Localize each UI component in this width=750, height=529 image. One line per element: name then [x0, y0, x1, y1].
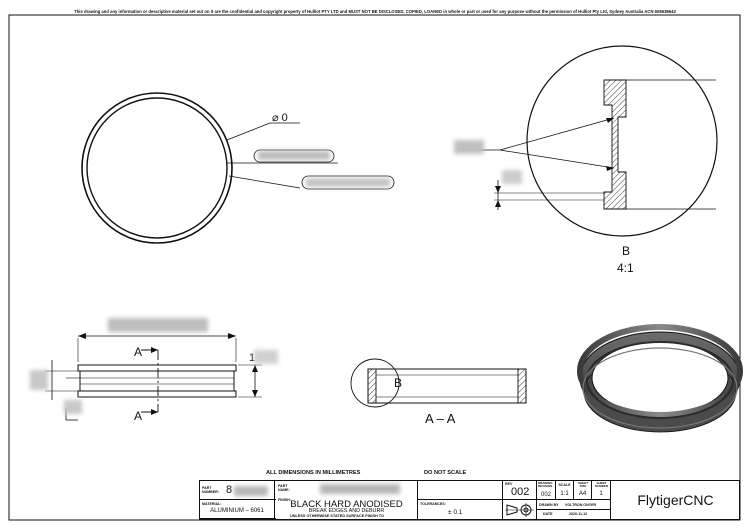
section-label: A – A: [425, 411, 456, 426]
section-callout-label: B: [394, 376, 402, 390]
detail-label: B: [622, 244, 630, 258]
drawing-revision-cell: DRAWING REVISION 002: [537, 481, 556, 500]
projection-symbol: [503, 500, 537, 519]
tolerances-value: ± 0.1: [448, 509, 463, 516]
material-value: ALUMINIUM – 6061: [210, 508, 264, 514]
drawn-by-value: VOLTRON ONYER: [565, 503, 597, 507]
cut-label-top: A: [134, 345, 142, 359]
detail-circle: [526, 45, 718, 237]
sheet-size-cell: SHEET SIZE A4: [574, 481, 592, 500]
do-not-scale-note: DO NOT SCALE: [424, 470, 467, 476]
ring-inner-circle: [86, 97, 228, 239]
isometric-view: [577, 324, 743, 433]
date-value: 2020-11-12: [569, 512, 588, 516]
rev-value: 002: [511, 486, 530, 498]
oring-callout-2: [301, 175, 395, 190]
section-callout-circle: [350, 358, 400, 408]
units-note: ALL DIMENSIONS IN MILLIMETRES: [266, 470, 361, 476]
title-block: PART NUMBER: 8 PART NAME: MATERIAL: ALUM…: [199, 480, 740, 520]
confidentiality-notice: This drawing and any information or desc…: [74, 9, 676, 14]
front-view: A A 1: [30, 318, 278, 423]
sheet-border: [8, 14, 741, 521]
rev-cell: REV 002: [503, 481, 537, 500]
sheet-number-cell: SHEET NUMBER 1: [592, 481, 611, 500]
detail-view-b: B 4:1: [454, 45, 718, 275]
detail-wall-section: [603, 79, 627, 210]
drawn-by-cell: DRAWN BY VOLTRON ONYER DATE 2020-11-12: [537, 500, 611, 519]
scale-cell: SCALE 1:1: [556, 481, 574, 500]
part-number-cell: PART NUMBER: 8: [200, 481, 275, 500]
top-view: ⌀ 0: [81, 92, 395, 244]
oring-callout-1: [253, 149, 335, 163]
ring-outer-circle: [81, 92, 233, 244]
part-number-value: 8: [226, 484, 233, 496]
material-cell: MATERIAL: ALUMINIUM – 6061: [200, 500, 275, 519]
company-brand: FlytigerCNC: [637, 492, 714, 508]
tolerances-cell: TOLERANCES: ± 0.1: [418, 500, 503, 519]
detail-scale: 4:1: [617, 261, 634, 275]
diameter-dimension: ⌀ 0: [272, 112, 288, 124]
cut-label-bottom: A: [134, 409, 142, 423]
height-dimension: 1: [249, 352, 255, 364]
section-view-a-a: B A – A: [350, 358, 527, 426]
